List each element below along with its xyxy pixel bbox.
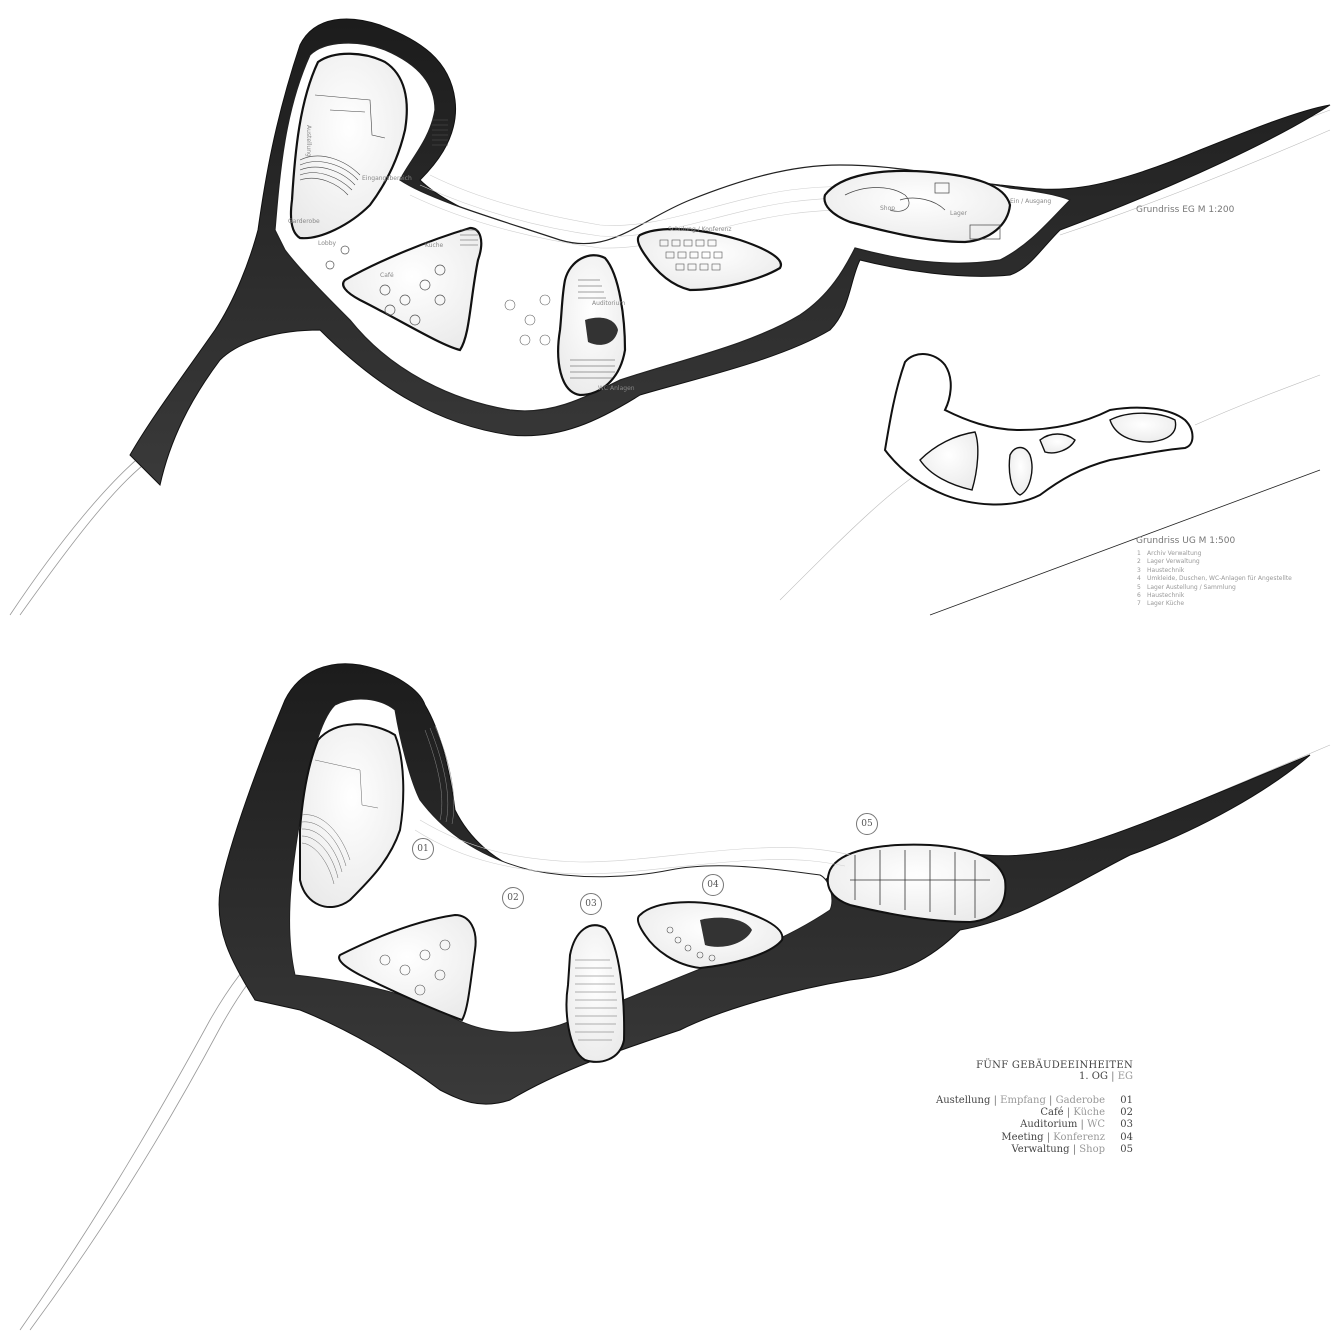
eg-label-lager: Lager <box>950 210 967 217</box>
og-legend: FÜNF GEBÄUDEEINHEITEN 1. OG | EG Austell… <box>936 1060 1133 1156</box>
ug-site-line <box>1194 374 1321 426</box>
og-contours <box>414 819 851 875</box>
eg-label-auditorium: Auditorium <box>592 300 626 307</box>
ug-room-d <box>1109 412 1177 443</box>
ug-room-c <box>1039 433 1076 454</box>
eg-label-ausstellung: Austellung <box>305 125 312 157</box>
og-site-line <box>19 949 263 1331</box>
eg-ausstellung-stairs <box>299 94 386 196</box>
eg-auditorium-seats <box>570 279 615 379</box>
og-room-05 <box>826 843 1007 924</box>
eg-plan-title: Grundriss EG M 1:200 <box>1136 205 1235 215</box>
eg-cafe-tables <box>325 245 446 326</box>
ug-room-b <box>1008 446 1033 496</box>
og-meeting-chairs <box>666 926 716 962</box>
ug-site-line <box>929 469 1321 616</box>
eg-room-cafe <box>342 226 483 352</box>
og-subheading: 1. OG | EG <box>1079 1071 1133 1082</box>
og-heading: FÜNF GEBÄUDEEINHEITEN <box>976 1060 1133 1071</box>
eg-label-kueche: Küche <box>425 242 444 249</box>
eg-label-garderobe: Garderobe <box>288 218 320 225</box>
og-cafe-tables <box>379 939 451 996</box>
eg-room-schulung <box>636 227 783 292</box>
og-marker-05: 05 <box>856 813 878 835</box>
eg-plan <box>9 18 1331 616</box>
og-marker-01: 01 <box>412 838 434 860</box>
og-plan <box>19 663 1331 1331</box>
eg-label-schulung: Schulung / Konferenz <box>668 226 732 233</box>
eg-shop-details <box>844 182 1001 240</box>
eg-site-line <box>9 449 153 616</box>
eg-site-line <box>1059 129 1331 236</box>
eg-label-ein-ausgang: Ein / Ausgang <box>1010 198 1052 205</box>
eg-label-cafe: Café <box>380 272 394 279</box>
ug-room-a <box>919 431 979 491</box>
eg-auditorium-dark <box>585 317 618 345</box>
eg-label-wc: WC Anlagen <box>598 385 635 392</box>
ug-site-line <box>779 459 941 601</box>
eg-label-lobby: Lobby <box>318 240 337 247</box>
og-marker-03: 03 <box>580 893 602 915</box>
og-marker-04: 04 <box>702 874 724 896</box>
og-verwaltung-walls <box>850 850 990 918</box>
eg-stairs-right <box>432 119 478 246</box>
eg-lobby-tables <box>504 294 551 346</box>
og-room-01 <box>299 723 405 909</box>
og-site-line <box>29 959 271 1331</box>
og-auditorium-seats <box>575 959 617 1041</box>
og-room-04-core <box>700 917 752 947</box>
og-marker-02: 02 <box>502 887 524 909</box>
og-room-01-stairs <box>301 759 379 885</box>
eg-schulung-desks <box>659 239 723 271</box>
eg-label-shop: Shop <box>880 205 896 212</box>
og-room-03 <box>565 924 626 1063</box>
eg-room-shop <box>823 169 1012 244</box>
ug-plan <box>779 353 1321 616</box>
eg-room-ausstellung <box>289 52 408 240</box>
eg-label-eingang: Eingangsbereich <box>362 175 412 182</box>
ug-plan-title: Grundriss UG M 1:500 <box>1136 536 1236 546</box>
